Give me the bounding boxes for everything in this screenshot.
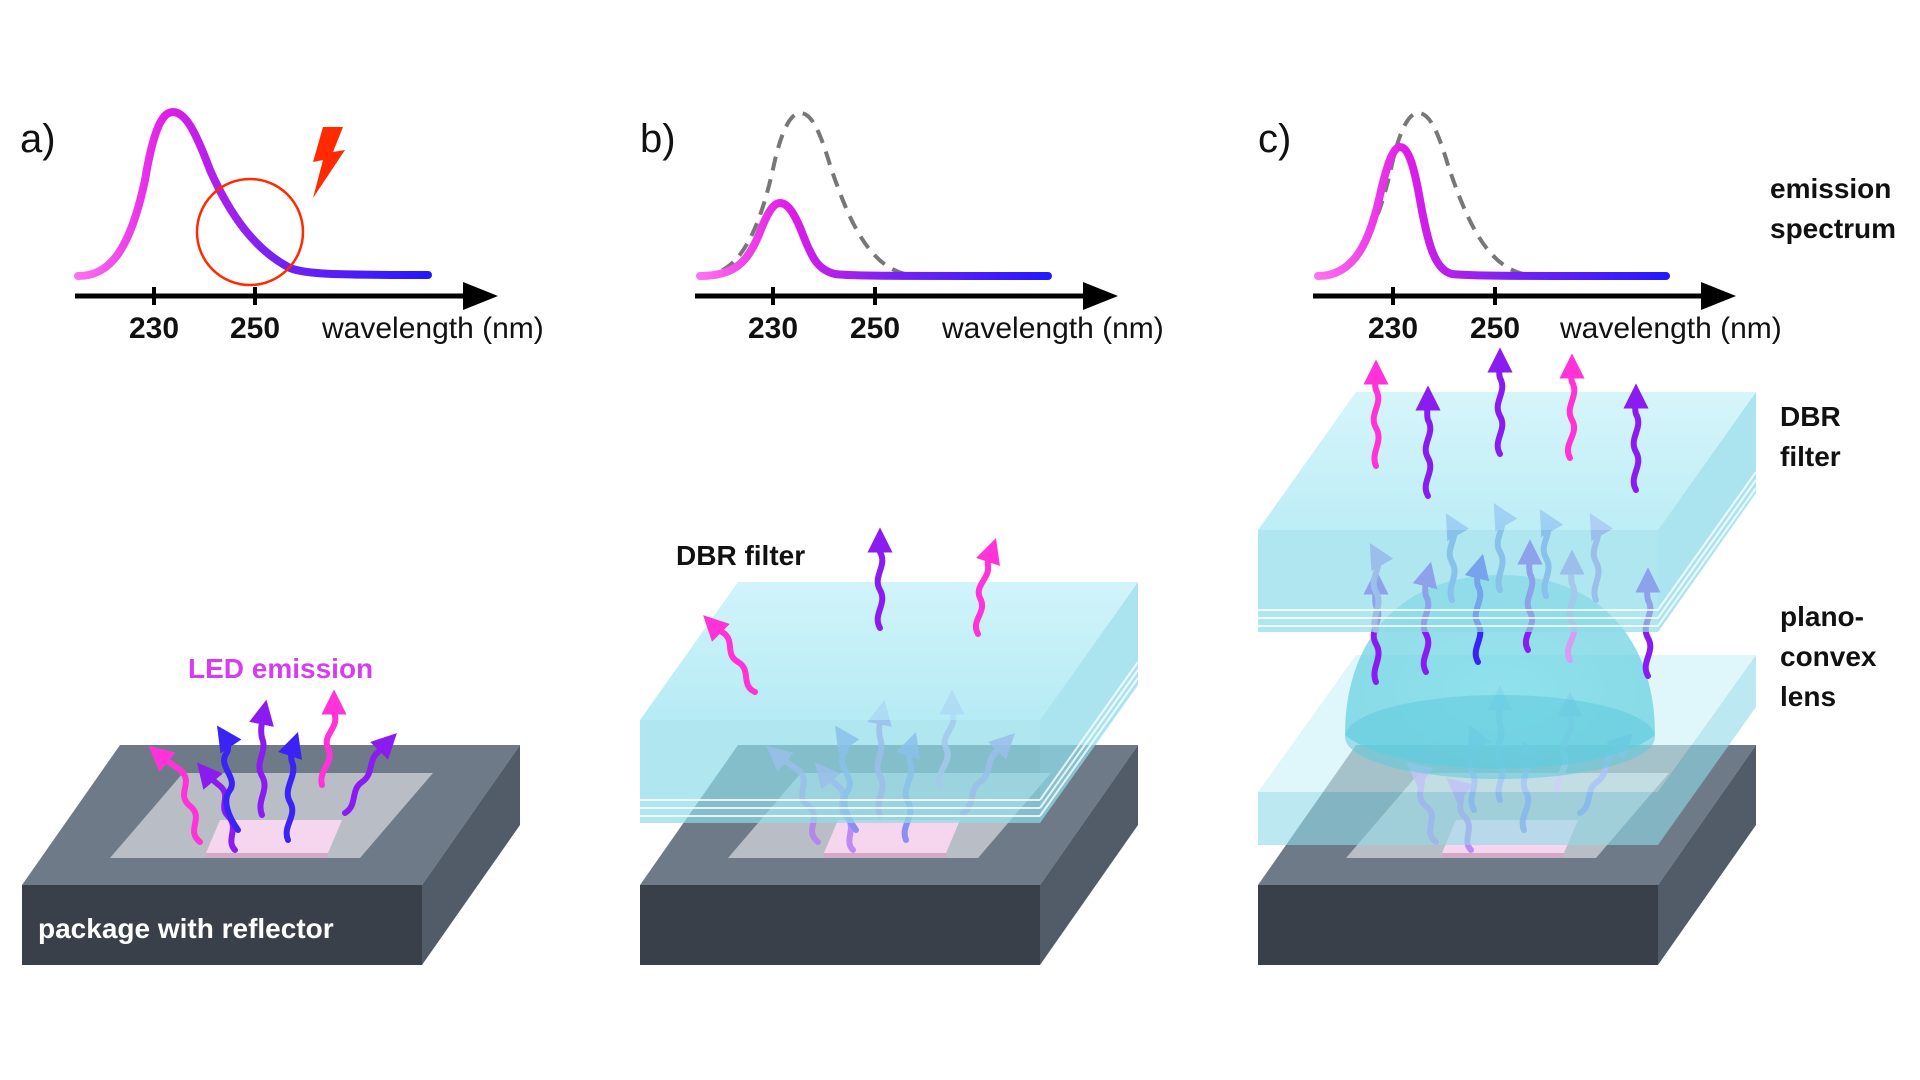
led-package-a — [22, 745, 520, 965]
warning-lightning-icon — [313, 127, 345, 198]
panel-label-a: a) — [20, 117, 56, 161]
axis-label-a: wavelength (nm) — [321, 312, 544, 345]
dbr-filter-b — [640, 582, 1139, 823]
lens-label-line2: convex — [1780, 641, 1877, 672]
led-emission-label: LED emission — [188, 653, 373, 684]
spectrum-plot-a — [74, 107, 498, 310]
dbr-filter-label-c-line1: DBR — [1780, 401, 1841, 432]
dbr-filter-label-b: DBR filter — [676, 540, 805, 571]
highlight-circle-icon — [195, 177, 305, 287]
lens-label-line1: plano- — [1780, 601, 1864, 632]
emission-spectrum-label-line2: spectrum — [1770, 213, 1896, 244]
dbr-filter-label-c-line2: filter — [1780, 441, 1841, 472]
tick-label-230-c: 230 — [1368, 312, 1418, 345]
axis-label-b: wavelength (nm) — [941, 312, 1164, 345]
panel-label-b: b) — [640, 117, 676, 161]
tick-label-250-b: 250 — [850, 312, 900, 345]
lens-label-line3: lens — [1780, 681, 1836, 712]
emission-spectrum-label-line1: emission — [1770, 173, 1891, 204]
tick-label-230-a: 230 — [129, 312, 179, 345]
spectrum-plot-b — [695, 110, 1118, 310]
package-label: package with reflector — [38, 913, 334, 944]
photon-arrows-c-upper — [1363, 347, 1649, 499]
tick-label-250-c: 250 — [1470, 312, 1520, 345]
axis-label-c: wavelength (nm) — [1559, 312, 1782, 345]
panel-label-c: c) — [1258, 117, 1291, 161]
photon-arrows-b-upper — [703, 527, 1000, 695]
tick-label-230-b: 230 — [748, 312, 798, 345]
tick-label-250-a: 250 — [230, 312, 280, 345]
spectrum-plot-c — [1313, 110, 1736, 310]
photon-arrows-a — [148, 689, 397, 853]
dbr-filter-c — [1258, 392, 1757, 632]
